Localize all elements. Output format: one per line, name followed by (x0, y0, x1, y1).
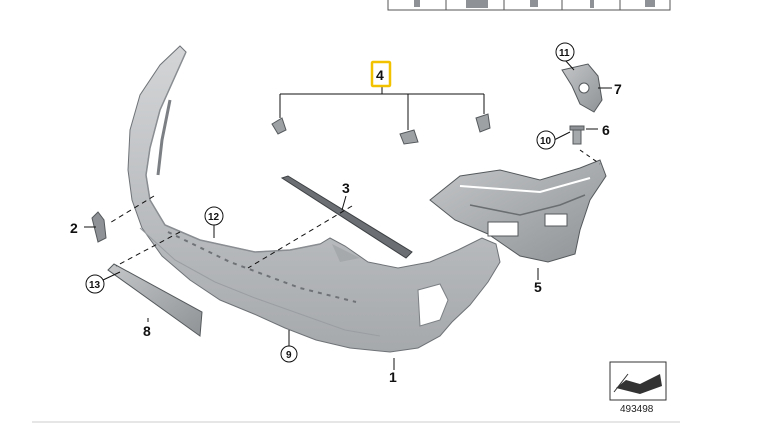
callout-13-circle (85, 274, 105, 294)
callout-12-circle (204, 206, 224, 226)
callout-6: 6 (602, 122, 610, 138)
callout-13: 13 (89, 280, 101, 291)
callout-10: 10 (540, 136, 552, 147)
thumb-clip-4 (590, 0, 594, 8)
callout-5: 5 (534, 279, 542, 295)
callout-9: 9 (286, 350, 292, 361)
thumb-clip-5 (645, 0, 655, 7)
parts-table-strip (387, 0, 671, 11)
thumb-clip-2 (466, 0, 488, 8)
callout-11-circle (555, 42, 575, 62)
bumper-bracket (429, 159, 607, 263)
reference-number: 493498 (620, 404, 654, 415)
thumb-clip-3 (530, 0, 538, 7)
bumper-cover (127, 45, 501, 353)
callout-1: 1 (389, 369, 397, 385)
bolt (569, 125, 585, 145)
trim-strip (280, 175, 413, 259)
callout-11: 11 (559, 48, 570, 59)
callout-2: 2 (70, 220, 78, 236)
callout-8: 8 (143, 323, 151, 339)
small-bracket (561, 63, 603, 113)
callout-7: 7 (614, 81, 622, 97)
callout-9-circle (280, 345, 298, 363)
callout-10-circle (536, 130, 556, 150)
callout-4-highlight (370, 60, 392, 88)
leader-lines (84, 59, 612, 370)
reference-box (609, 361, 667, 401)
thumb-clip-1 (414, 0, 420, 7)
license-plate-base (107, 263, 203, 337)
callout-12: 12 (208, 212, 220, 223)
clip-group (271, 86, 491, 145)
callout-3: 3 (342, 180, 350, 196)
callout-4: 4 (376, 67, 384, 83)
tow-hook-cover (91, 211, 107, 243)
